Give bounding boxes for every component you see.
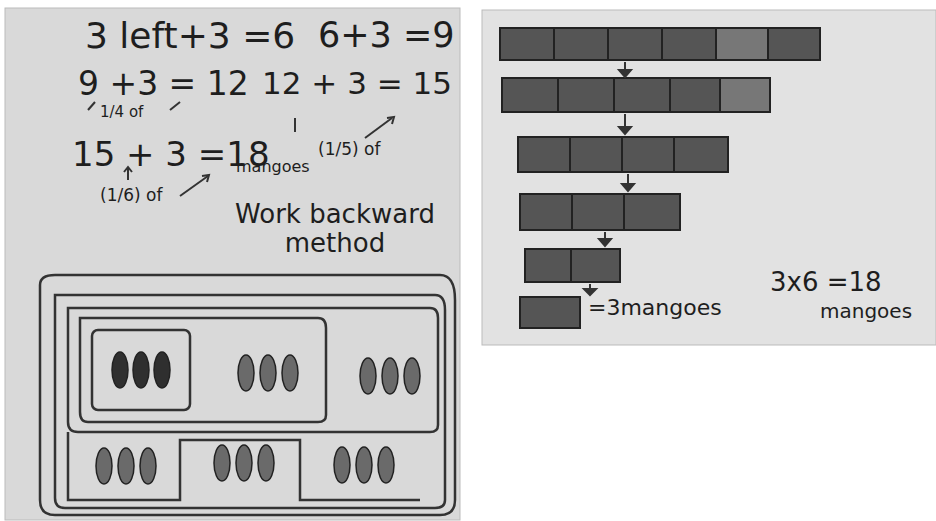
right-board xyxy=(482,10,936,345)
equation-text: 6+3 =9 xyxy=(318,16,455,55)
result-equation: 3x6 =18 xyxy=(770,268,882,297)
result-note: =3mangoes xyxy=(588,296,722,320)
grouping-loops xyxy=(40,275,455,515)
equation-text: 12 + 3 = 15 xyxy=(262,66,452,100)
equation-text: 9 +3 = 12 xyxy=(78,66,249,102)
equation-text: 3 left+3 =6 xyxy=(85,16,295,56)
fraction-note: (1/5) of xyxy=(318,140,380,159)
step-arrows xyxy=(584,62,634,295)
mango-ovals xyxy=(96,352,420,484)
unit-note: mangoes xyxy=(820,300,912,322)
fraction-note: (1/6) of xyxy=(100,186,162,205)
fraction-note: 1/4 of xyxy=(100,104,143,121)
method-note: Work backward method xyxy=(225,200,445,257)
left-board xyxy=(5,8,460,520)
unit-note: mangoes xyxy=(236,158,310,176)
